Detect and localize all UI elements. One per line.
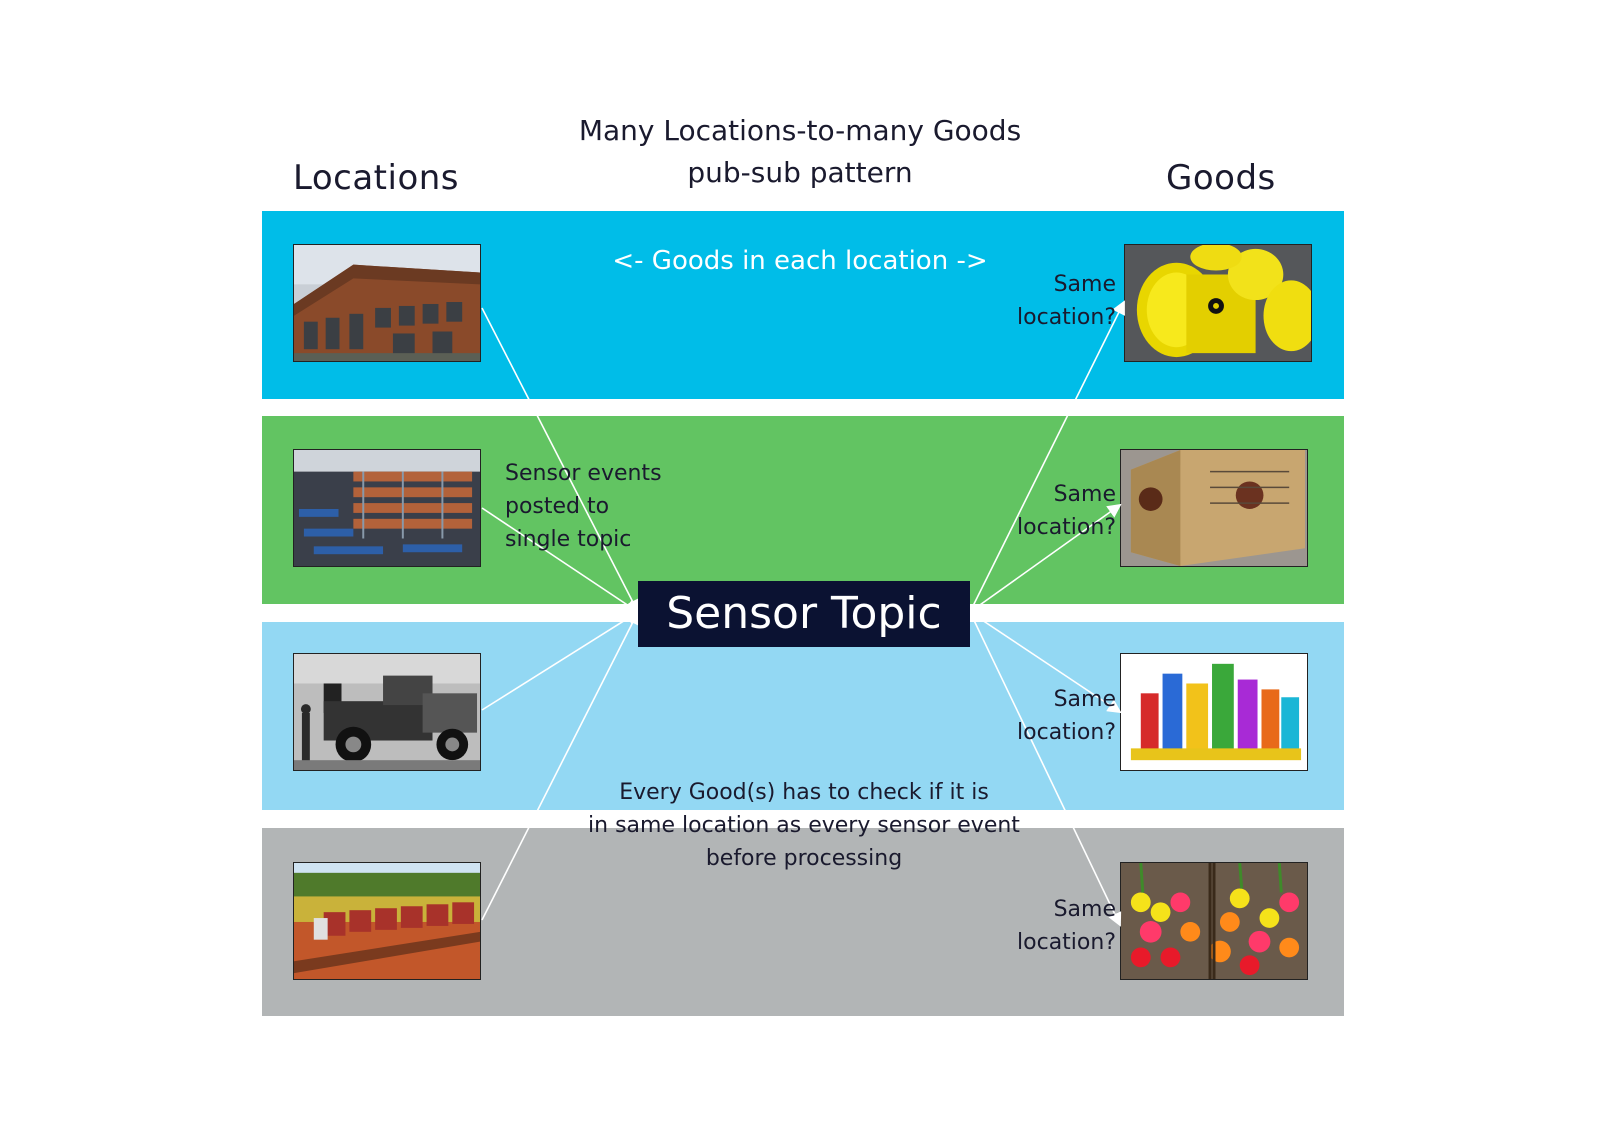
sensor-note-line1: Sensor events xyxy=(505,461,662,486)
steam-truck-photo xyxy=(293,653,481,771)
line-distribution-to-topic xyxy=(481,507,640,614)
same-label: Same xyxy=(1053,482,1116,507)
locations-heading: Locations xyxy=(293,158,460,198)
warehouse-photo xyxy=(293,244,481,362)
flowers-photo xyxy=(1120,862,1308,980)
line-topic-to-fireworks xyxy=(969,611,1122,714)
location-label: location? xyxy=(1017,720,1116,745)
location-label: location? xyxy=(1017,930,1116,955)
bottom-note-line3: before processing xyxy=(705,846,903,871)
goods-in-location-note: <- Goods in each location -> xyxy=(612,246,988,276)
same-location-question-2: Same location? xyxy=(998,478,1116,544)
line-warehouse-to-topic xyxy=(481,307,639,614)
cardboard-box-chickens-photo xyxy=(1120,449,1308,567)
processing-check-note: Every Good(s) has to check if it is in s… xyxy=(560,776,1048,875)
sensor-note-line3: single topic xyxy=(505,527,632,552)
location-label: location? xyxy=(1017,515,1116,540)
radioactive-barrels-photo xyxy=(1124,244,1312,362)
line-roadtrain-to-topic xyxy=(481,610,639,921)
line-topic-to-flowers xyxy=(969,611,1122,927)
goods-heading: Goods xyxy=(1166,158,1276,198)
same-location-question-3: Same location? xyxy=(998,683,1116,749)
same-label: Same xyxy=(1053,897,1116,922)
same-location-question-1: Same location? xyxy=(998,268,1116,334)
distribution-center-photo xyxy=(293,449,481,567)
location-label: location? xyxy=(1017,305,1116,330)
bottom-note-line2: in same location as every sensor event xyxy=(588,813,1020,838)
line-topic-to-box xyxy=(969,503,1122,613)
line-topic-to-barrels xyxy=(969,300,1125,613)
diagram-title-line2: pub-sub pattern xyxy=(687,156,913,189)
diagram-title: Many Locations-to-many Goods pub-sub pat… xyxy=(0,110,1600,194)
same-label: Same xyxy=(1053,272,1116,297)
sensor-topic-box: Sensor Topic xyxy=(638,581,970,647)
sensor-note-line2: posted to xyxy=(505,494,610,519)
diagram-title-line1: Many Locations-to-many Goods xyxy=(578,114,1022,147)
bottom-note-line1: Every Good(s) has to check if it is xyxy=(619,780,989,805)
same-label: Same xyxy=(1053,687,1116,712)
sensor-events-note: Sensor events posted to single topic xyxy=(505,457,705,556)
same-location-question-4: Same location? xyxy=(998,893,1116,959)
road-train-photo xyxy=(293,862,481,980)
line-truck-to-topic xyxy=(481,610,640,711)
